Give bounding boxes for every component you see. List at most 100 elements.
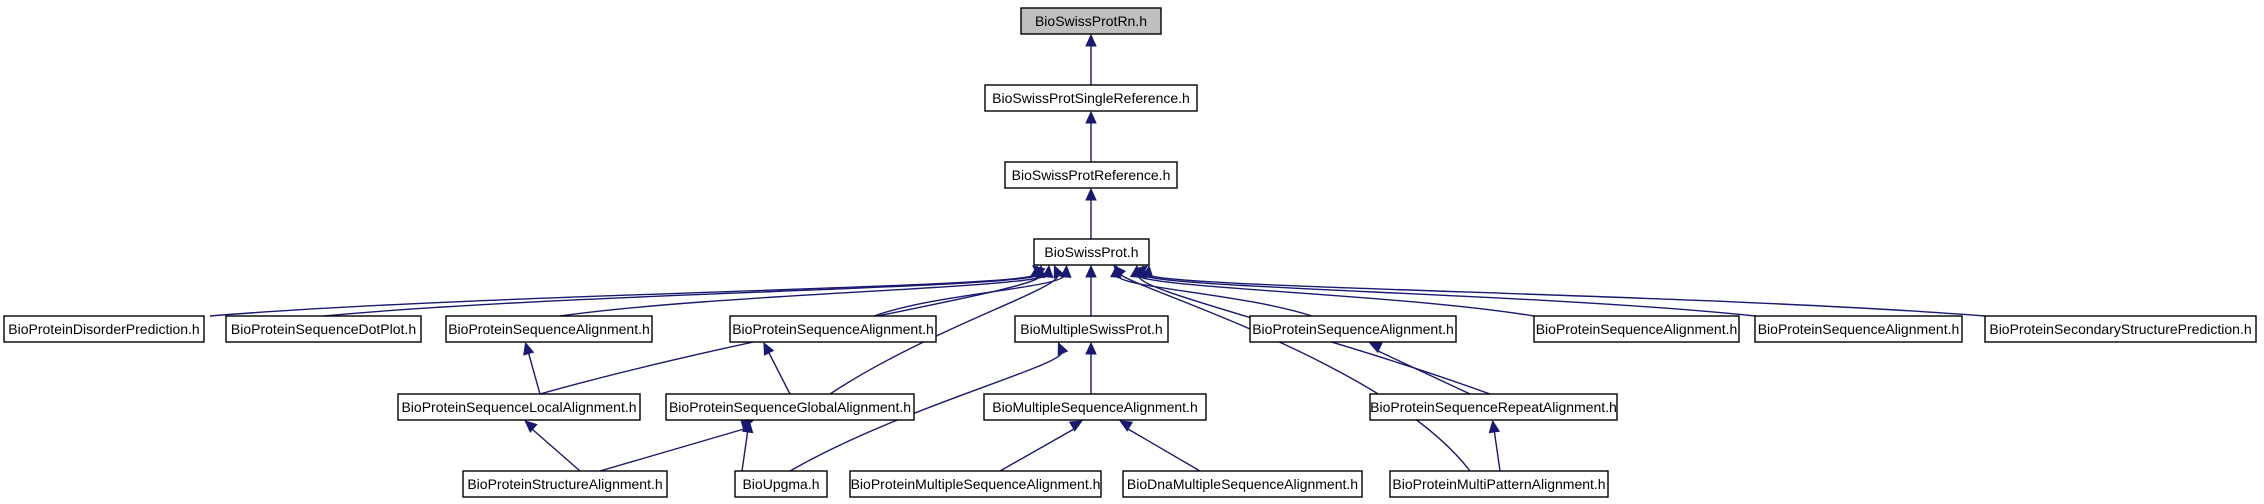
dependency-edge <box>539 265 1046 395</box>
node-label: BioProteinSequenceLocalAlignment.h <box>401 399 636 415</box>
edges-layer <box>209 33 1986 472</box>
arrowhead <box>1053 264 1065 279</box>
node-label: BioSwissProt.h <box>1044 244 1138 260</box>
arrowhead <box>1085 33 1097 47</box>
edge-line <box>1147 273 1986 317</box>
file-node[interactable]: BioProteinSequenceGlobalAlignment.h <box>665 393 915 421</box>
edge-line <box>1135 273 1535 317</box>
node-box <box>1033 238 1150 266</box>
node-box <box>1389 470 1609 498</box>
arrowhead <box>1031 265 1046 278</box>
edge-line <box>1141 273 1756 317</box>
dependency-edge <box>524 420 581 472</box>
file-node[interactable]: BioProteinSequenceAlignment.h <box>729 315 937 343</box>
file-node[interactable]: BioProteinSequenceLocalAlignment.h <box>397 393 641 421</box>
file-node[interactable]: BioProteinSequenceRepeatAlignment.h <box>1369 393 1618 421</box>
file-node[interactable]: BioMultipleSwissProt.h <box>1014 315 1169 343</box>
edge-line <box>1493 428 1501 472</box>
dependency-edge <box>1488 419 1501 472</box>
node-box <box>1014 315 1169 343</box>
file-node[interactable]: BioProteinSequenceAlignment.h <box>1249 315 1457 343</box>
node-label: BioSwissProtSingleReference.h <box>992 90 1190 106</box>
arrowhead <box>1060 264 1072 278</box>
file-node[interactable]: BioProteinStructureAlignment.h <box>462 470 668 498</box>
node-label: BioProteinSequenceAlignment.h <box>732 321 934 337</box>
arrowhead <box>1085 110 1097 124</box>
node-box <box>1754 315 1963 343</box>
arrowhead <box>1057 341 1069 356</box>
file-node[interactable]: BioProteinMultipleSequenceAlignment.h <box>849 470 1102 498</box>
arrowhead <box>1113 265 1127 279</box>
dependency-edge <box>1085 33 1097 85</box>
node-box <box>225 315 422 343</box>
file-node[interactable]: BioProteinSequenceAlignment.h <box>445 315 653 343</box>
file-node[interactable]: BioDnaMultipleSequenceAlignment.h <box>1122 470 1363 498</box>
dependency-edge <box>741 419 754 472</box>
node-label: BioProteinMultiPatternAlignment.h <box>1392 476 1605 492</box>
dependency-edge <box>1085 187 1097 239</box>
node-label: BioProteinSecondaryStructurePrediction.h <box>1989 321 2251 337</box>
arrowhead <box>741 419 754 434</box>
edge-line <box>1119 273 1471 472</box>
node-box <box>734 470 828 498</box>
dependency-edge <box>1085 341 1097 394</box>
node-box <box>397 393 641 421</box>
dependency-edge <box>789 341 1069 472</box>
file-node[interactable]: BioSwissProtSingleReference.h <box>984 84 1198 112</box>
dependency-edge <box>999 420 1083 472</box>
arrowhead <box>1085 341 1097 355</box>
dependency-edge <box>323 264 1046 317</box>
node-label: BioMultipleSwissProt.h <box>1020 321 1162 337</box>
node-box <box>1122 470 1363 498</box>
dependency-edge <box>523 341 541 395</box>
edge-line <box>1127 428 1201 472</box>
edge-line <box>829 273 1059 395</box>
file-node[interactable]: BioUpgma.h <box>734 470 828 498</box>
dependency-edge <box>763 341 791 395</box>
node-label: BioSwissProtRn.h <box>1035 13 1147 29</box>
node-box <box>1369 393 1618 421</box>
edge-line <box>789 350 1063 472</box>
node-label: BioProteinSequenceAlignment.h <box>448 321 650 337</box>
node-box <box>729 315 937 343</box>
arrowhead <box>523 341 535 356</box>
dependency-edge <box>599 418 754 472</box>
arrowhead <box>1041 264 1054 279</box>
node-label: BioProteinSequenceAlignment.h <box>1252 321 1454 337</box>
file-node[interactable]: BioProteinSequenceDotPlot.h <box>225 315 422 343</box>
arrowhead <box>1085 187 1097 201</box>
file-node[interactable]: BioMultipleSequenceAlignment.h <box>983 393 1207 421</box>
node-label: BioMultipleSequenceAlignment.h <box>992 399 1197 415</box>
file-node[interactable]: BioSwissProtReference.h <box>1004 161 1178 189</box>
node-label: BioProteinSequenceGlobalAlignment.h <box>669 399 911 415</box>
edge-line <box>767 350 791 395</box>
node-label: BioUpgma.h <box>742 476 819 492</box>
edge-line <box>209 273 1037 317</box>
edge-line <box>531 428 581 472</box>
dependency-edge <box>1141 264 1986 317</box>
dependency-edge <box>1368 342 1471 395</box>
node-box <box>665 393 915 421</box>
file-node[interactable]: BioProteinMultiPatternAlignment.h <box>1389 470 1609 498</box>
node-box <box>1020 7 1162 35</box>
arrowhead <box>1068 420 1083 432</box>
arrowhead <box>1368 342 1383 354</box>
node-box <box>1984 315 2257 343</box>
node-box <box>1249 315 1457 343</box>
node-box <box>849 470 1102 498</box>
node-label: BioProteinSequenceAlignment.h <box>1536 321 1738 337</box>
node-box <box>1533 315 1740 343</box>
file-node[interactable]: BioSwissProt.h <box>1033 238 1150 266</box>
dependency-edge <box>1129 264 1535 317</box>
node-label: BioProteinSequenceAlignment.h <box>1758 321 1960 337</box>
arrowhead <box>763 341 775 356</box>
file-node[interactable]: BioProteinSequenceAlignment.h <box>1754 315 1963 343</box>
node-label: BioProteinStructureAlignment.h <box>467 476 662 492</box>
file-node[interactable]: BioProteinDisorderPrediction.h <box>3 315 205 343</box>
file-node[interactable]: BioProteinSequenceAlignment.h <box>1533 315 1740 343</box>
edge-line <box>999 428 1075 472</box>
file-node[interactable]: BioProteinSecondaryStructurePrediction.h <box>1984 315 2257 343</box>
edge-line <box>1377 350 1471 395</box>
edge-line <box>599 428 745 472</box>
